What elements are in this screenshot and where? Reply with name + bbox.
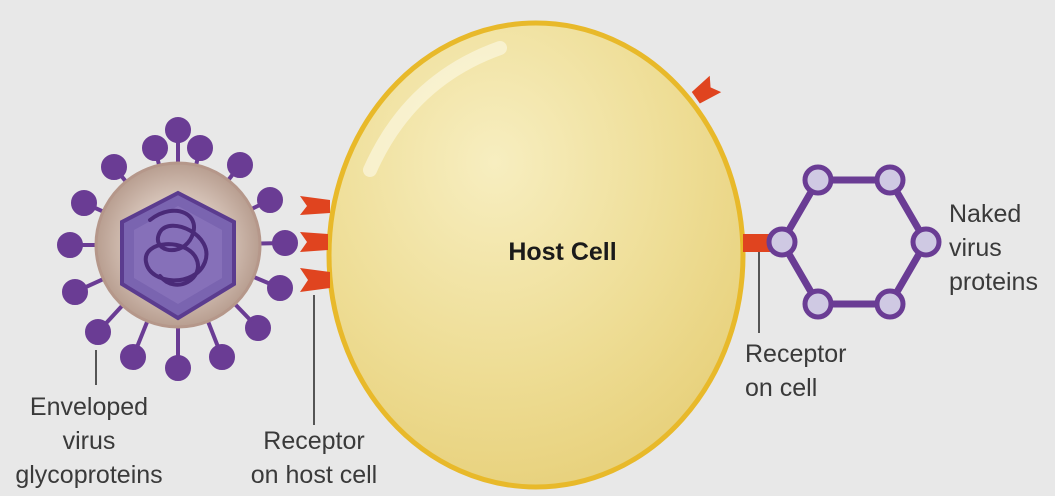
host-cell-label: Host Cell	[508, 238, 617, 266]
receptor-top-right	[691, 75, 722, 104]
enveloped-virus-label: Enveloped virus glycoproteins	[15, 393, 163, 489]
receptor-host-left-1	[300, 196, 330, 215]
enveloped-virus	[57, 117, 298, 381]
receptor-host-left-3	[300, 268, 330, 292]
receptor-host-label: Receptor on host cell	[250, 427, 378, 489]
viral-genome	[143, 208, 209, 287]
receptor-cell-label: Receptor on cell	[745, 340, 847, 402]
naked-virus-label: Naked virus proteins	[949, 200, 1038, 296]
naked-virus	[766, 164, 942, 320]
host-cell	[326, 20, 746, 490]
receptor-host-left-2	[300, 232, 328, 252]
